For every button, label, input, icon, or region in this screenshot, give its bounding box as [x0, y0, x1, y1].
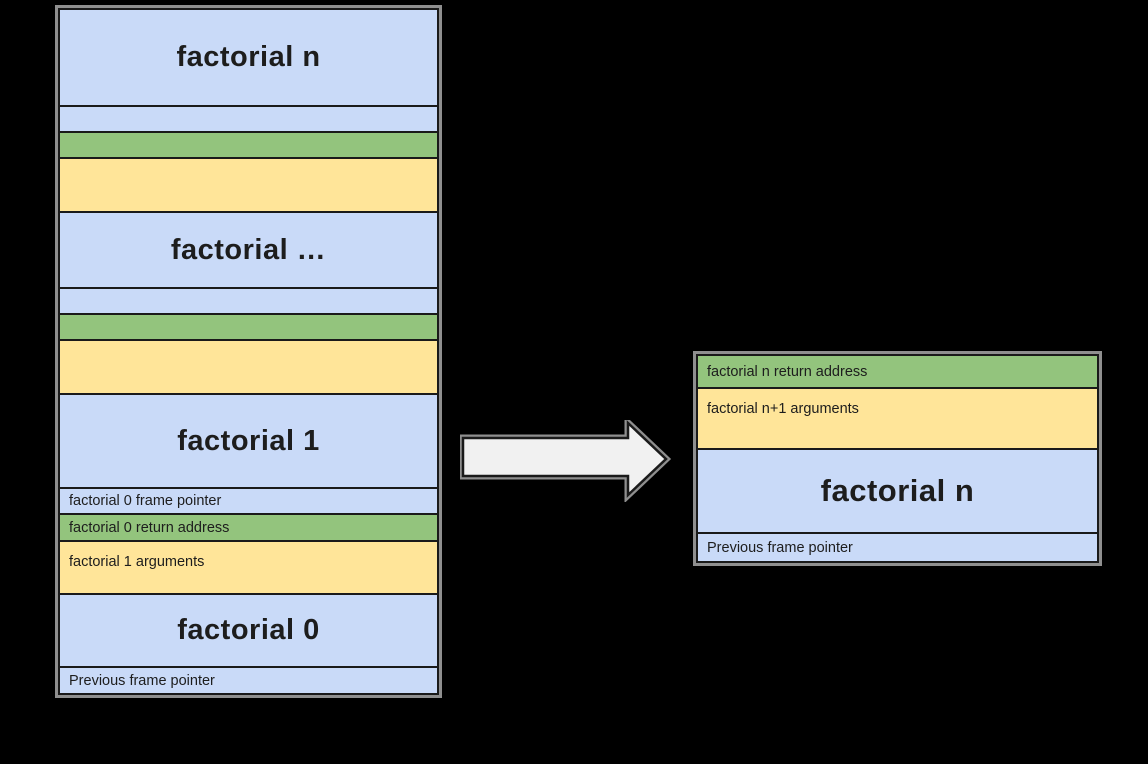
- stack-cell-factorial-0-frame: factorial 0: [60, 593, 437, 666]
- stack-cell-previous-frame-pointer: Previous frame pointer: [698, 532, 1097, 561]
- stack-cell-frame-pointer-slot: [60, 287, 437, 313]
- stack-cell-previous-frame-pointer: Previous frame pointer: [60, 666, 437, 693]
- stack-cell-factorial-n-frame: factorial n: [60, 10, 437, 105]
- stack-cell-factorial-dots-frame: factorial …: [60, 211, 437, 287]
- stack-cell-factorial-1-arguments: factorial 1 arguments: [60, 540, 437, 593]
- stack-cell-arguments-slot: [60, 339, 437, 393]
- transformation-arrow: [459, 414, 675, 504]
- stack-cell-frame-pointer-slot: [60, 105, 437, 131]
- stack-cell-factorial-n-frame: factorial n: [698, 448, 1097, 532]
- tail-call-optimized-stack: factorial n return address factorial n+1…: [693, 351, 1102, 566]
- right-arrow-icon: [459, 414, 672, 504]
- stack-cell-return-address-slot: [60, 131, 437, 157]
- stack-cell-factorial-0-return-address: factorial 0 return address: [60, 513, 437, 540]
- stack-cell-factorial-n1-arguments: factorial n+1 arguments: [698, 387, 1097, 448]
- stack-cell-arguments-slot: [60, 157, 437, 211]
- stack-cell-factorial-0-frame-pointer: factorial 0 frame pointer: [60, 487, 437, 513]
- stack-cell-return-address-slot: [60, 313, 437, 339]
- recursive-call-stack: factorial n factorial … factorial 1 fact…: [55, 5, 442, 698]
- stack-cell-factorial-n-return-address: factorial n return address: [698, 356, 1097, 387]
- stack-cell-factorial-1-frame: factorial 1: [60, 393, 437, 487]
